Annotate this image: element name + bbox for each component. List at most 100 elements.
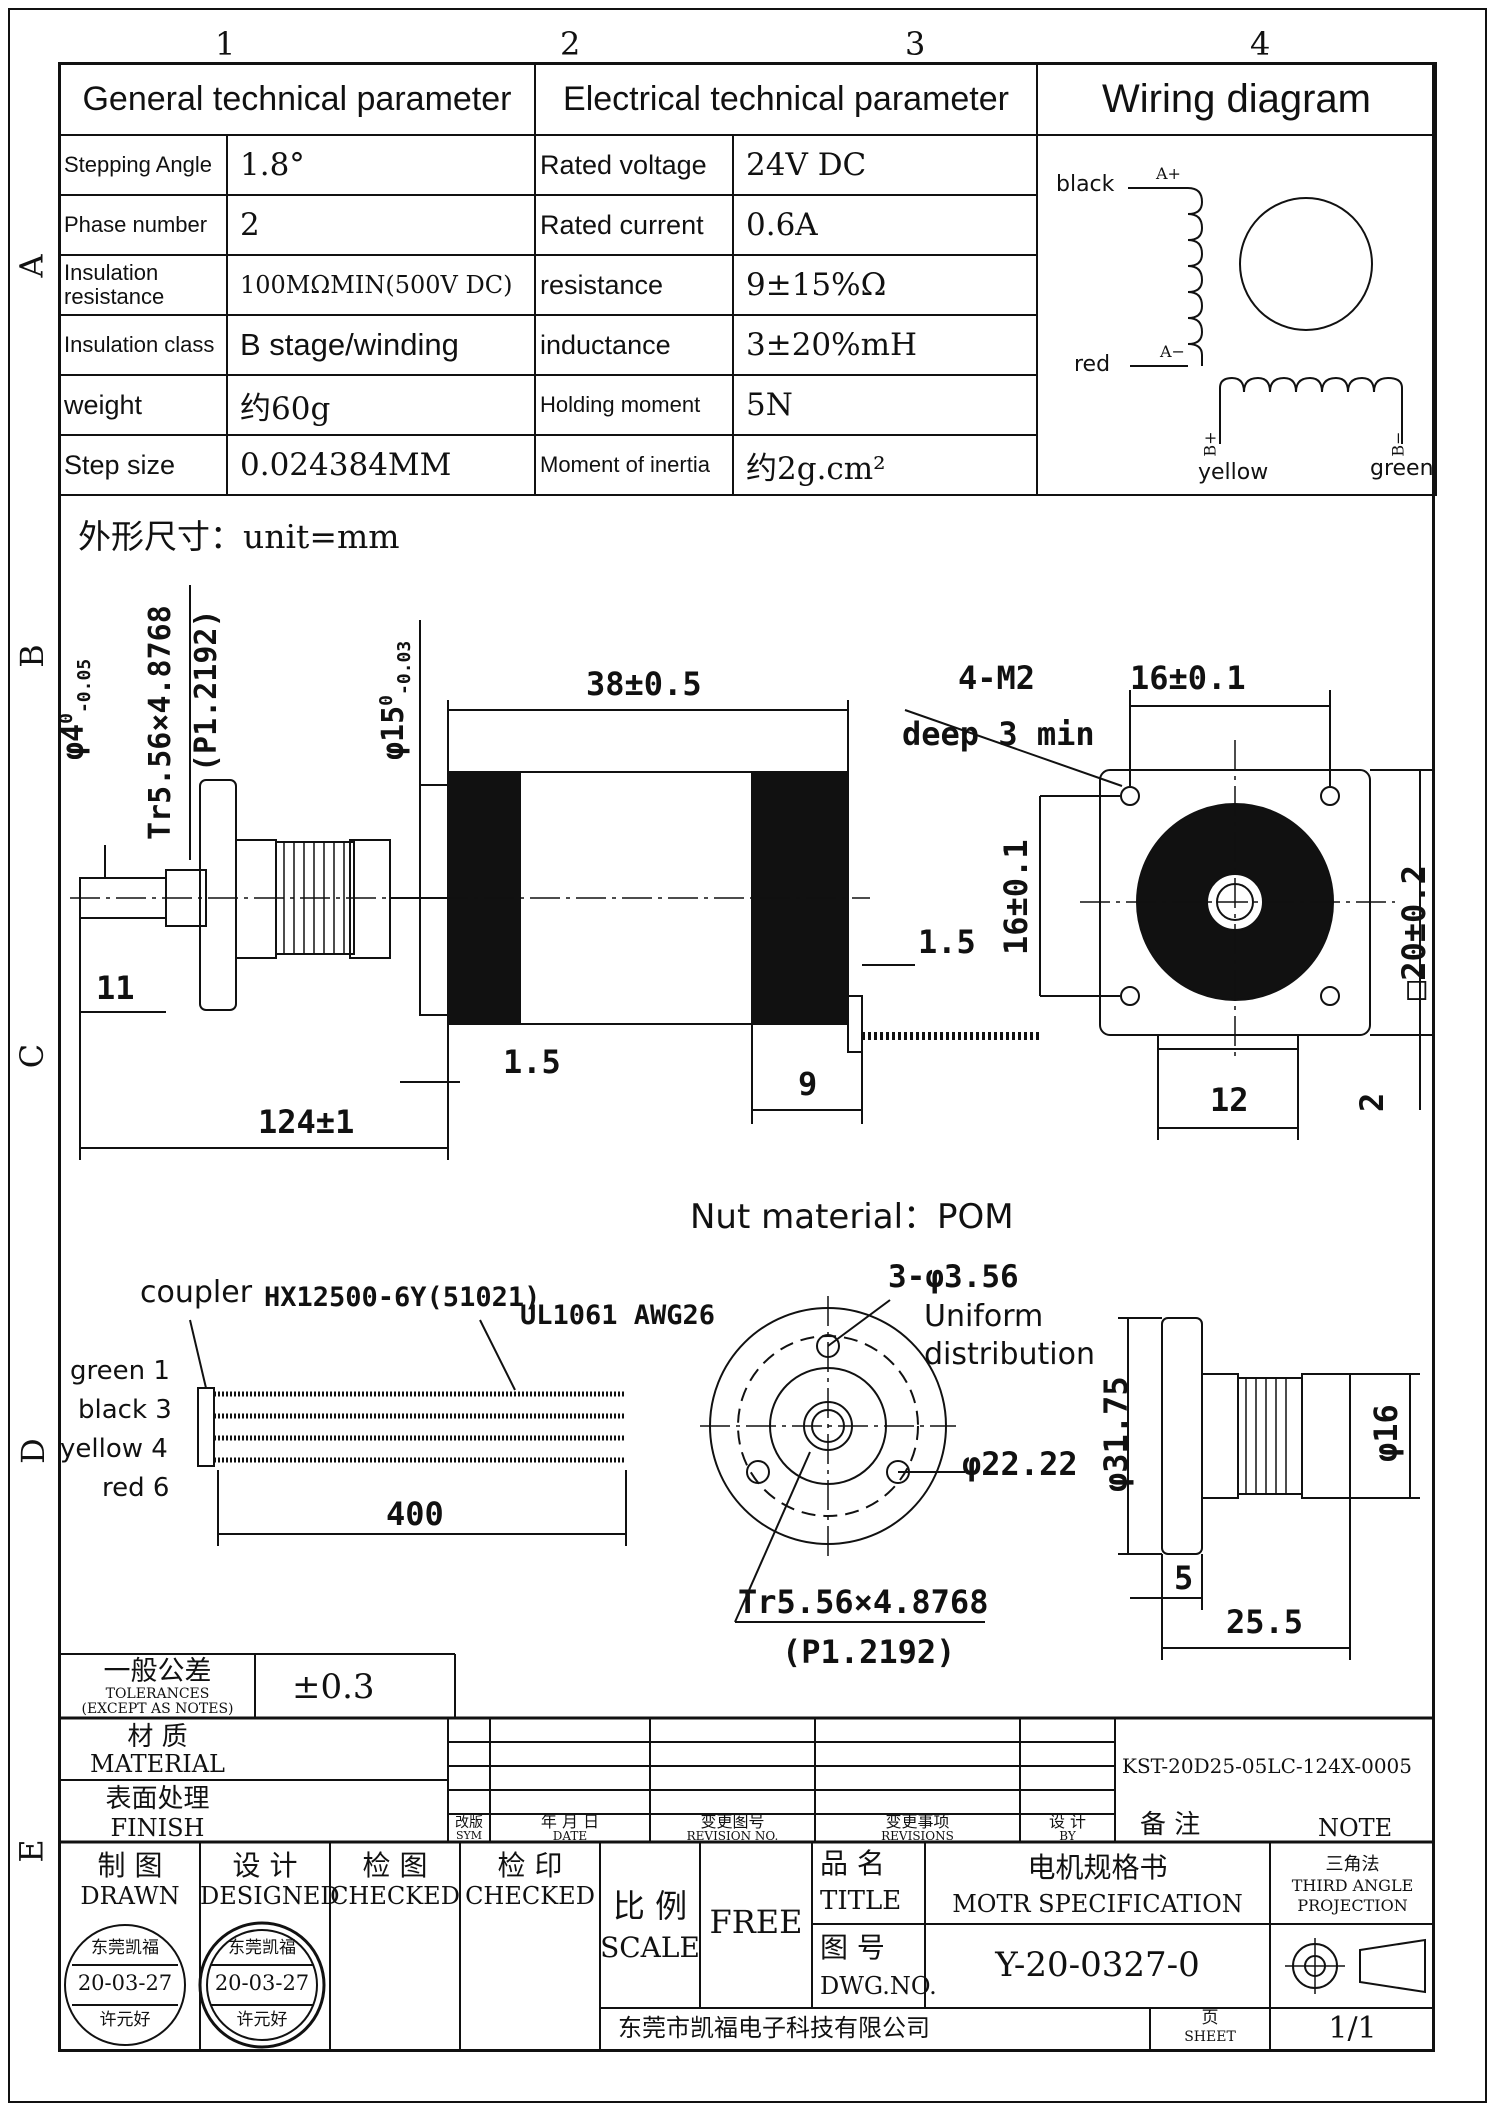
pin-black: black 3 [78,1397,172,1423]
sym-en: SYM [455,1829,483,1842]
leadscrew-pitch-dim: (P1.2192) [189,609,224,772]
row-letter: D [13,1438,52,1464]
stamp-drawn-name: 许元好 [99,2010,151,2030]
param-value: 3±20%mH [732,314,1038,376]
title-value-cn: 电机规格书 [1027,1851,1168,1884]
pin-name: red [102,1473,145,1503]
drawing-number-cn: 图 号 [820,1931,885,1964]
wiring-header: Wiring diagram [1036,62,1437,136]
checked-stamp-cn: 检 印 [497,1849,563,1882]
stamp-drawn-date: 20-03-27 [77,1971,173,1995]
date-cn: 年 月 日 [540,1812,600,1831]
nut-body-diameter-dim: φ16 [1367,1404,1405,1462]
designed-cn: 设 计 [232,1849,298,1882]
param-label: Holding moment [534,374,734,436]
nut-holes-dim: 3-φ3.56 [888,1259,1019,1295]
param-label: Insulation class [58,314,228,376]
title-en: TITLE [820,1886,902,1916]
wiring-schematic [1128,187,1403,444]
section-title: 外形尺寸：unit=mm [78,517,400,556]
wire-yellow-label: yellow [1198,460,1269,485]
mount-holes-dim: 4-M2 [958,659,1036,697]
column-number: 4 [1250,25,1271,63]
checked-en: CHECKED [330,1882,460,1910]
param-label: Rated voltage [534,134,734,196]
param-value: B stage/winding [226,314,536,376]
wire-spec: UL1061 AWG26 [520,1300,716,1331]
pin-name: green [70,1356,146,1386]
scale-value: FREE [709,1903,803,1941]
pin-number: 4 [151,1434,168,1464]
finish-cn: 表面处理 [105,1784,210,1814]
nut-pcd-dim: φ22.22 [962,1445,1078,1483]
param-label: inductance [534,314,734,376]
square-size-dim: □20±0.2 [1395,865,1433,1000]
projection-cn: 三角法 [1325,1854,1380,1875]
drawing-number-value: Y-20-0327-0 [995,1945,1200,1985]
nut-dim-5: 5 [1174,1559,1194,1597]
electrical-header: Electrical technical parameter [534,62,1038,136]
row-letter: B [12,644,51,668]
pin-number: 6 [152,1473,170,1503]
param-value: 1.8° [226,134,536,196]
dim-2: 2 [1353,1092,1391,1112]
hole-spacing-dim: 16±0.1 [1130,659,1246,697]
boss-tol-lower: -0.03 [394,640,415,695]
leadscrew-dim: Tr5.56×4.8768 [143,605,178,840]
material-en: MATERIAL [90,1750,225,1778]
date-en: DATE [552,1829,588,1843]
parameter-table: General technical parameter Electrical t… [58,62,1437,496]
designed-en: DESIGNED [200,1882,340,1910]
column-number: 1 [215,25,236,63]
dim-12: 12 [1210,1081,1249,1119]
shaft-diameter: φ4 [56,723,91,760]
drawn-en: DRAWN [80,1882,180,1910]
stamp-drawn-company: 东莞凯福 [91,1938,159,1958]
revisions-en: REVISIONS [881,1829,954,1843]
drawn-cn: 制 图 [97,1849,163,1882]
param-label: Moment of inertia [534,434,734,496]
boss-diameter: φ15 [376,705,411,760]
revision-no-en: REVISION NO. [686,1829,779,1843]
part-number: KST-20D25-05LC-124X-0005 [1122,1754,1412,1778]
shaft-diameter-dim: φ40-0.05 [56,659,95,760]
projection-en2: PROJECTION [1297,1896,1408,1915]
nut-dim-25-5: 25.5 [1226,1603,1304,1641]
pin-name: yellow [60,1434,144,1464]
param-value: 9±15%Ω [732,254,1038,316]
title-cn: 品 名 [820,1847,885,1880]
shaft-tol-upper: 0 [56,713,77,724]
pin-number: 3 [155,1395,172,1425]
param-value: 0.6A [732,194,1038,256]
param-value: 24V DC [732,134,1038,196]
tolerances-en: TOLERANCES [105,1686,210,1702]
param-label: weight [58,374,228,436]
hole-spacing-vertical-dim: 16±0.1 [997,839,1035,955]
sym-cn: 改版 [455,1815,483,1831]
param-value: 约60g [226,374,536,436]
scale-en: SCALE [600,1931,700,1964]
dim-11: 11 [96,969,135,1007]
coupler-label: coupler [140,1275,253,1310]
column-number: 2 [560,25,581,63]
coupler-part-number: HX12500-6Y(51021) [264,1282,541,1313]
param-label: Rated current [534,194,734,256]
finish-en: FINISH [110,1814,205,1842]
revisions-cn: 变更事项 [885,1812,950,1831]
pin-number: 1 [153,1356,170,1386]
wiring-diagram: black red yellow green A+ A− B+ B− [1036,134,1437,496]
pin-name: black [78,1395,148,1425]
param-value: 约2g.cm² [732,434,1038,496]
dim-9: 9 [798,1065,818,1103]
drawing-number-en: DWG.NO. [820,1972,937,2000]
pin-green: green 1 [70,1358,170,1384]
pin-yellow: yellow 4 [60,1436,168,1462]
nut-material-label: Nut material：POM [690,1197,1014,1237]
wire-black-label: black [1056,172,1115,197]
sheet-en: SHEET [1184,2029,1236,2045]
scale-cn: 比 例 [612,1887,688,1925]
row-letter: A [12,254,51,278]
by-cn: 设 计 [1048,1812,1087,1831]
param-label: resistance [534,254,734,316]
sheet-cn: 页 [1201,2008,1219,2028]
